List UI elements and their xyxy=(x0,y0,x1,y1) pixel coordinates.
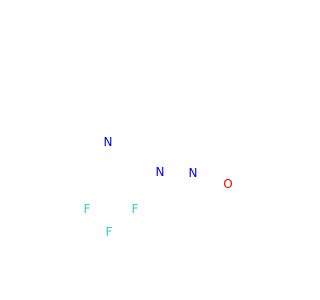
atom-f-right: F xyxy=(129,202,141,216)
atom-label-layer: N N N O F F F xyxy=(81,135,234,239)
atom-n-pyrazole: N xyxy=(187,166,199,180)
atom-label: N xyxy=(156,165,165,179)
atom-label: O xyxy=(223,177,232,191)
molecule-structure: N N N O F F F xyxy=(81,135,234,239)
atom-o-ether: O xyxy=(222,177,234,191)
atom-label: N xyxy=(104,135,113,149)
atom-label: F xyxy=(132,202,139,216)
atom-f-bottom: F xyxy=(103,225,115,239)
atom-n-pyrimidine: N xyxy=(102,135,114,149)
atom-f-left: F xyxy=(81,202,93,216)
atom-label: F xyxy=(106,225,113,239)
atom-label: F xyxy=(84,202,91,216)
atom-label: N xyxy=(189,166,198,180)
atom-n-bridgehead: N xyxy=(154,165,166,179)
